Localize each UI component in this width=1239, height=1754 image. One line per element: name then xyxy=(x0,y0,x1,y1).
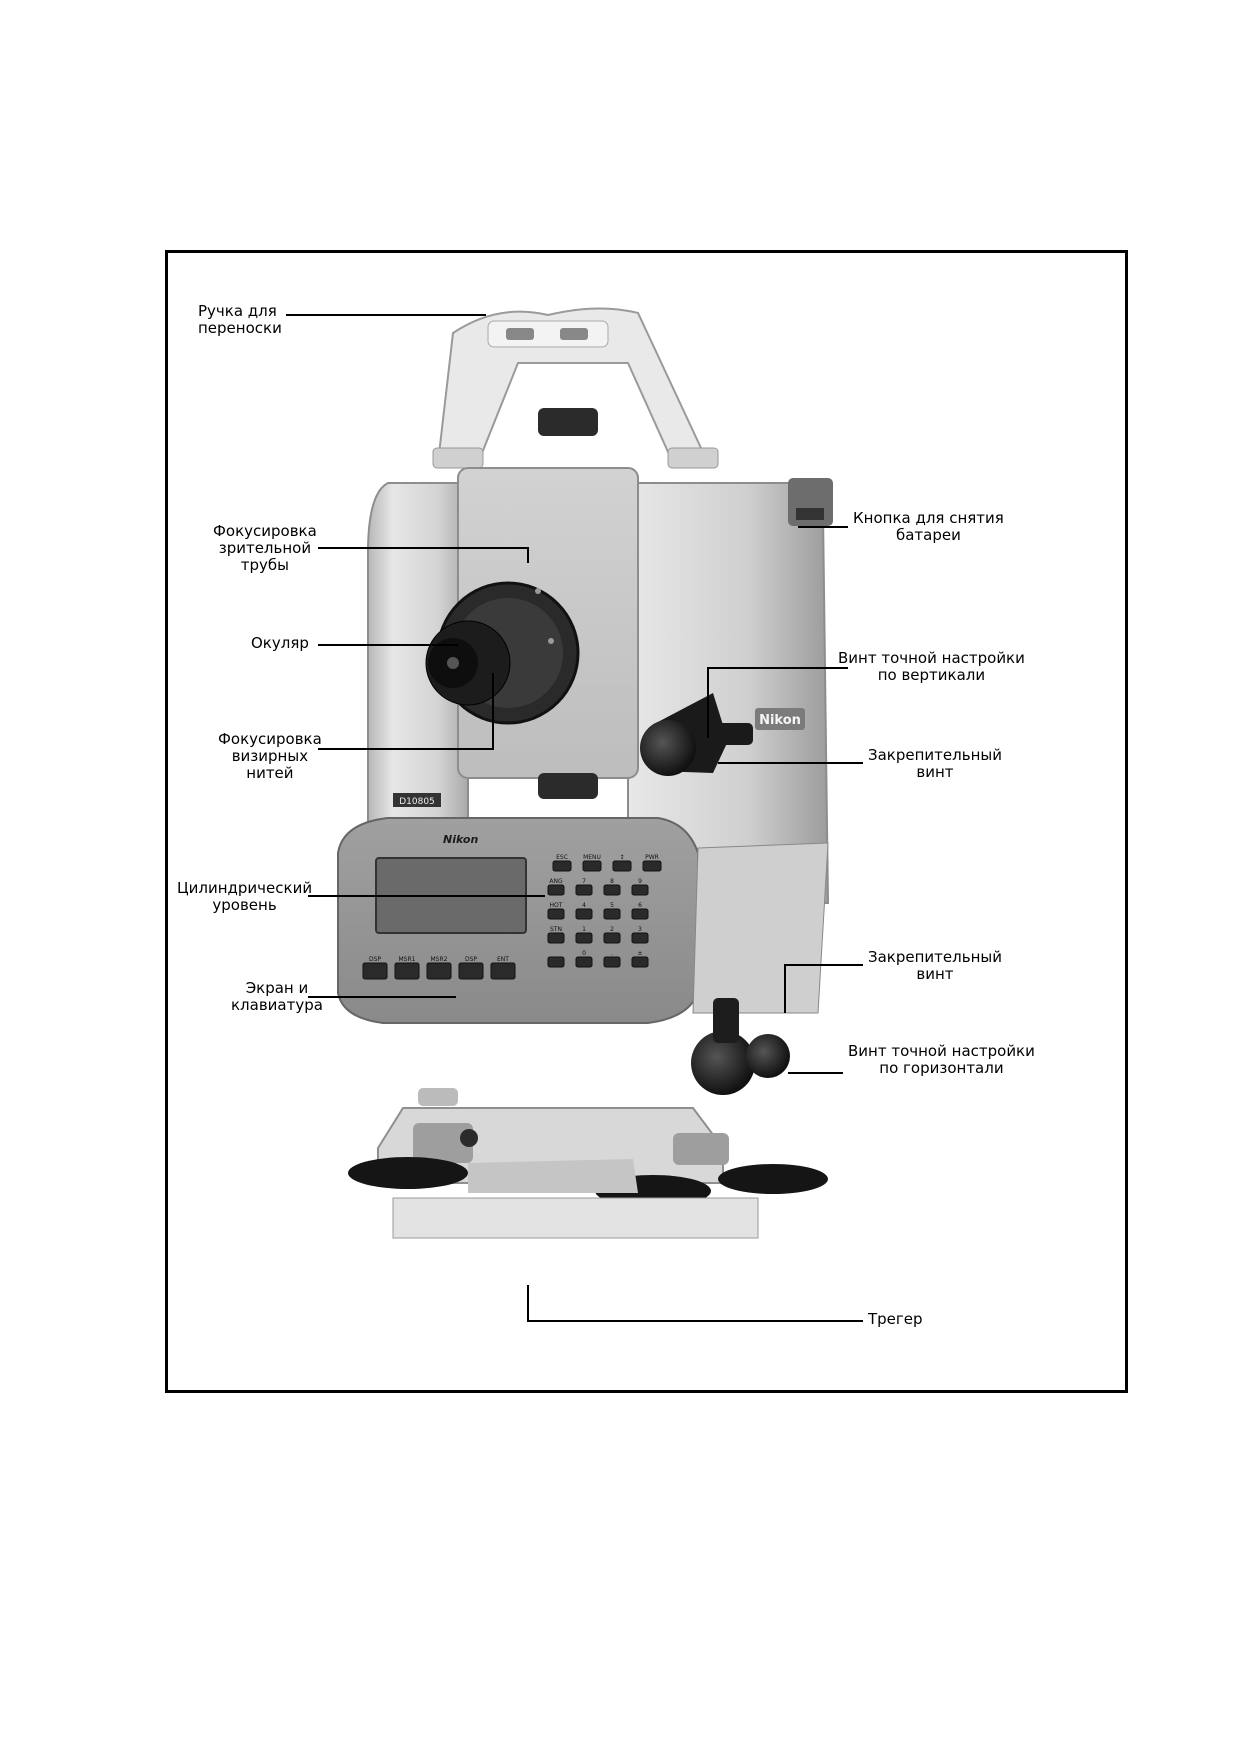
soft-key[interactable] xyxy=(458,962,484,980)
total-station-illustration: Nikon D10805 xyxy=(286,307,863,1322)
keypad-top-key[interactable] xyxy=(642,860,662,872)
keypad-key[interactable] xyxy=(631,908,649,920)
soft-key[interactable] xyxy=(362,962,388,980)
label-battery-release: Кнопка для снятия батареи xyxy=(853,509,1004,544)
leader-lines xyxy=(286,314,863,1322)
keypad-key[interactable] xyxy=(547,884,565,896)
carrying-handle xyxy=(432,307,719,469)
keypad-key-label: 0 xyxy=(582,950,586,957)
keypad-key[interactable] xyxy=(631,956,649,968)
keypad-key-label: 1 xyxy=(582,926,586,933)
keypad-key-label: 8 xyxy=(610,878,614,885)
soft-key-label: ENT xyxy=(497,956,509,963)
keypad-key-label: 9 xyxy=(638,878,642,885)
soft-key-label: MSR1 xyxy=(399,956,416,963)
label-horizontal-clamp: Закрепительный винт xyxy=(868,948,1002,983)
keypad-key-label: STN xyxy=(550,926,562,933)
keypad-key[interactable] xyxy=(575,908,593,920)
label-eyepiece: Окуляр xyxy=(251,634,309,652)
keypad-key[interactable] xyxy=(631,932,649,944)
keypad-key-label: HOT xyxy=(550,902,563,909)
label-telescope-focus: Фокусировка зрительной трубы xyxy=(213,522,317,574)
keypad-top-key-label: PWR xyxy=(645,854,659,861)
label-carrying-handle: Ручка для переноски xyxy=(198,302,282,337)
soft-key-label: MSR2 xyxy=(431,956,448,963)
soft-key[interactable] xyxy=(490,962,516,980)
keypad-top-key-label: ↕ xyxy=(619,854,624,861)
keypad-key-label: ± xyxy=(637,950,642,957)
keypad-key-label: 3 xyxy=(638,926,642,933)
keypad-top-key-label: ESC xyxy=(556,854,568,861)
soft-keys: DSP MSR1 MSR2 DSP ENT xyxy=(362,956,516,980)
keypad-key[interactable] xyxy=(575,956,593,968)
keypad-key[interactable] xyxy=(547,908,565,920)
keypad-top-key[interactable] xyxy=(582,860,602,872)
keypad-top-key[interactable] xyxy=(552,860,572,872)
tribrach xyxy=(348,1088,828,1239)
brand-side-text: Nikon xyxy=(759,713,801,728)
label-vertical-tangent: Винт точной настройки по вертикали xyxy=(838,649,1025,684)
serial-plate: D10805 xyxy=(399,797,435,807)
keypad-key[interactable] xyxy=(603,884,621,896)
label-plate-level: Цилиндрический уровень xyxy=(177,879,313,914)
brand-panel-text: Nikon xyxy=(443,833,478,846)
vertical-clamp-knob xyxy=(640,693,753,776)
leader-tribrach xyxy=(527,1285,863,1322)
leader-horizontal-clamp xyxy=(784,964,863,1013)
label-vertical-clamp: Закрепительный винт xyxy=(868,746,1002,781)
horizontal-clamp-and-tangent xyxy=(691,998,790,1095)
keypad-key-label: . xyxy=(611,950,613,957)
soft-key-label: DSP xyxy=(465,956,477,963)
keypad-key[interactable] xyxy=(603,932,621,944)
keypad-key[interactable] xyxy=(575,884,593,896)
keypad-key-label: 5 xyxy=(610,902,614,909)
keypad-key-label: 6 xyxy=(638,902,642,909)
label-horizontal-tangent: Винт точной настройки по горизонтали xyxy=(848,1042,1035,1077)
soft-key[interactable] xyxy=(426,962,452,980)
keypad-key[interactable] xyxy=(603,956,621,968)
eyepiece-assembly xyxy=(425,620,511,706)
keypad-key-label: 2 xyxy=(610,926,614,933)
leader-telescope-focus xyxy=(318,547,529,563)
soft-key-label: DSP xyxy=(369,956,381,963)
keypad-key[interactable] xyxy=(547,932,565,944)
leader-reticle-focus xyxy=(318,673,494,750)
leader-vertical-tangent xyxy=(707,667,848,738)
keypad-key-label: 7 xyxy=(582,878,586,885)
soft-key[interactable] xyxy=(394,962,420,980)
label-reticle-focus: Фокусировка визирных нитей xyxy=(218,730,322,782)
keypad-top-key[interactable] xyxy=(612,860,632,872)
keypad-key-label: 4 xyxy=(582,902,586,909)
keypad-key[interactable] xyxy=(547,956,565,968)
label-tribrach: Трегер xyxy=(868,1310,923,1328)
keypad-key[interactable] xyxy=(575,932,593,944)
keypad-key-label: ANG xyxy=(549,878,563,885)
diagram-frame: Nikon D10805 xyxy=(165,250,1128,1393)
keypad-key[interactable] xyxy=(603,908,621,920)
telescope xyxy=(425,408,639,799)
label-display-keypad: Экран и клавиатура xyxy=(231,979,323,1014)
keypad-key[interactable] xyxy=(631,884,649,896)
keypad-top-key-label: MENU xyxy=(583,854,601,861)
